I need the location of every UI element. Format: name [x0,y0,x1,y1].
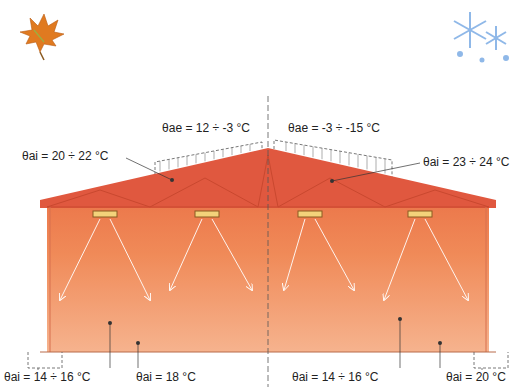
heaters [93,211,432,217]
temperature-label: θae = 12 ÷ -3 °C [160,121,252,135]
snowflake-icon [454,12,508,62]
temperature-label: θai = 14 ÷ 16 °C [290,370,380,384]
temperature-label: θae = -3 ÷ -15 °C [286,121,382,135]
air-flow-arrows [60,219,468,300]
temperature-label: θai = 23 ÷ 24 °C [421,155,511,169]
leaf-icon [20,14,64,60]
temperature-label: θai = 14 ÷ 16 °C [2,370,92,384]
leader-lines [110,158,440,368]
measure-dots [108,178,442,345]
center-line [268,96,269,387]
temperature-label: θai = 20 °C [444,370,508,384]
temperature-label: θai = 20 ÷ 22 °C [20,149,110,163]
temperature-label: θai = 18 °C [134,370,198,384]
